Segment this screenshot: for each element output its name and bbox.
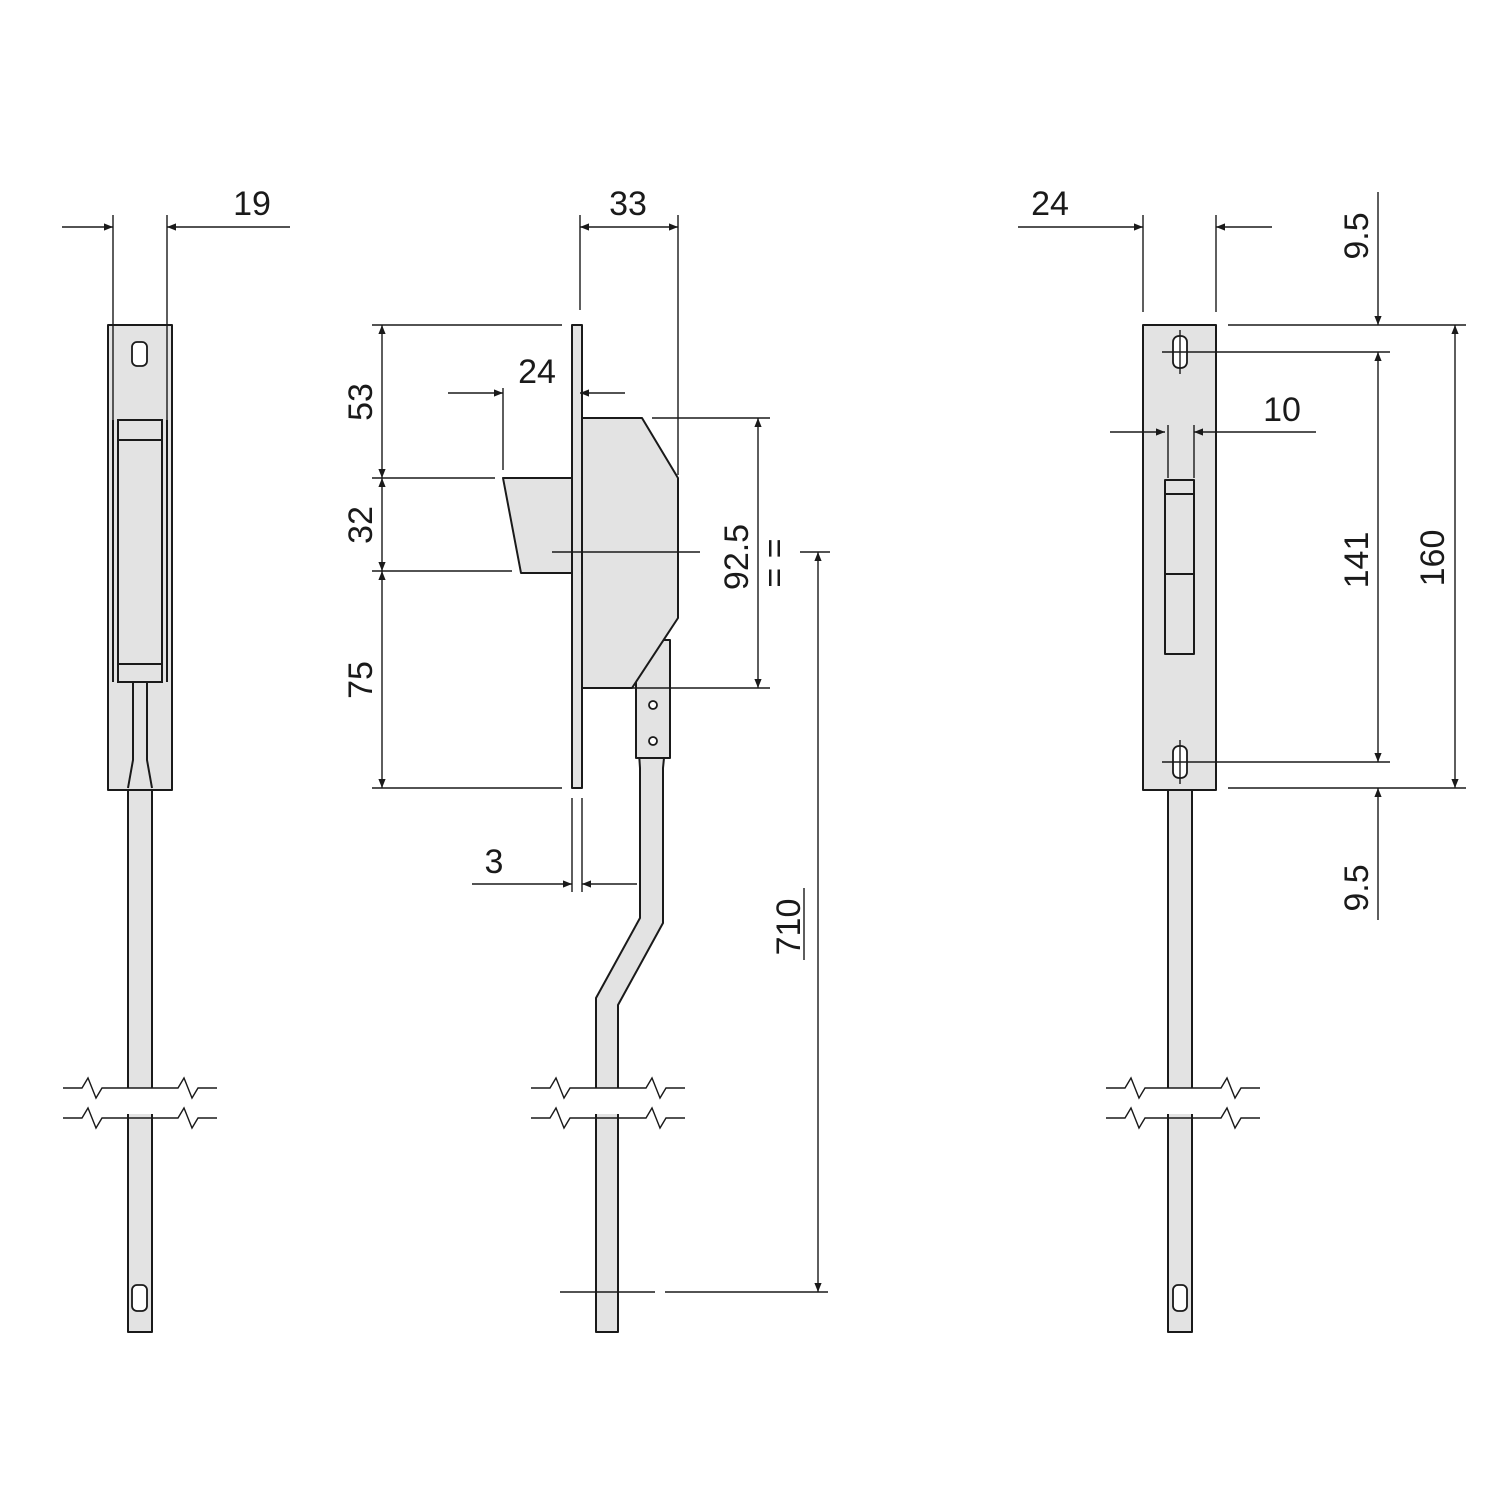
dim-equal-mark: = =: [756, 538, 794, 587]
dim-right-stack: 9.5 141 9.5: [1228, 192, 1466, 920]
dim-24-bolt-label: 24: [518, 353, 556, 391]
side-view-inner-housing: [117, 419, 163, 683]
face-view-rod-slot: [1172, 1284, 1188, 1312]
side-view: 19: [60, 185, 290, 1333]
front-view-rod: [595, 659, 667, 1333]
side-view-rod: [127, 787, 153, 1333]
dim-160-label: 160: [1414, 530, 1452, 587]
front-view-break-symbol: [528, 1076, 688, 1130]
face-view: 24 10 9.5 141 9.5 160: [1018, 185, 1466, 1333]
dim-75-label: 75: [342, 661, 380, 699]
dim-24-face-label: 24: [1031, 185, 1069, 223]
face-view-rod: [1167, 787, 1193, 1333]
dim-19-label: 19: [233, 185, 271, 223]
face-view-bolt-slot: [1164, 479, 1195, 655]
front-view-faceplate: [571, 324, 583, 789]
dim-left-stack: 53 32 75: [342, 324, 562, 789]
dim-710-label: 710: [770, 899, 808, 956]
dim-19: 19: [62, 185, 290, 420]
dim-92-5: 92.5 = =: [632, 417, 794, 689]
dim-141-label: 141: [1338, 532, 1376, 589]
dim-24-bolt: 24: [448, 353, 625, 470]
dim-33: 33: [579, 185, 679, 475]
face-view-break-symbol: [1103, 1076, 1263, 1130]
side-view-break-symbol: [60, 1076, 220, 1130]
side-view-bottom-slot: [131, 1284, 148, 1312]
front-view: 33 24 53 32 75 92.5 = =: [342, 185, 830, 1333]
dim-33-label: 33: [609, 185, 647, 223]
dim-9-5-top-label: 9.5: [1338, 212, 1376, 259]
dim-160: 160: [1414, 325, 1459, 788]
front-view-bolt: [502, 477, 579, 574]
dim-3: 3: [472, 798, 637, 892]
dim-32-label: 32: [342, 506, 380, 544]
dim-10-label: 10: [1263, 391, 1301, 429]
dim-53-label: 53: [342, 383, 380, 421]
side-view-top-slot: [131, 341, 148, 367]
dim-10: 10: [1110, 391, 1316, 436]
dim-9-5-bottom-label: 9.5: [1338, 864, 1376, 911]
dim-92-5-label: 92.5: [718, 524, 756, 590]
dim-24-face: 24: [1018, 185, 1272, 312]
dim-710: 710: [560, 551, 830, 1293]
dim-3-label: 3: [485, 843, 504, 881]
